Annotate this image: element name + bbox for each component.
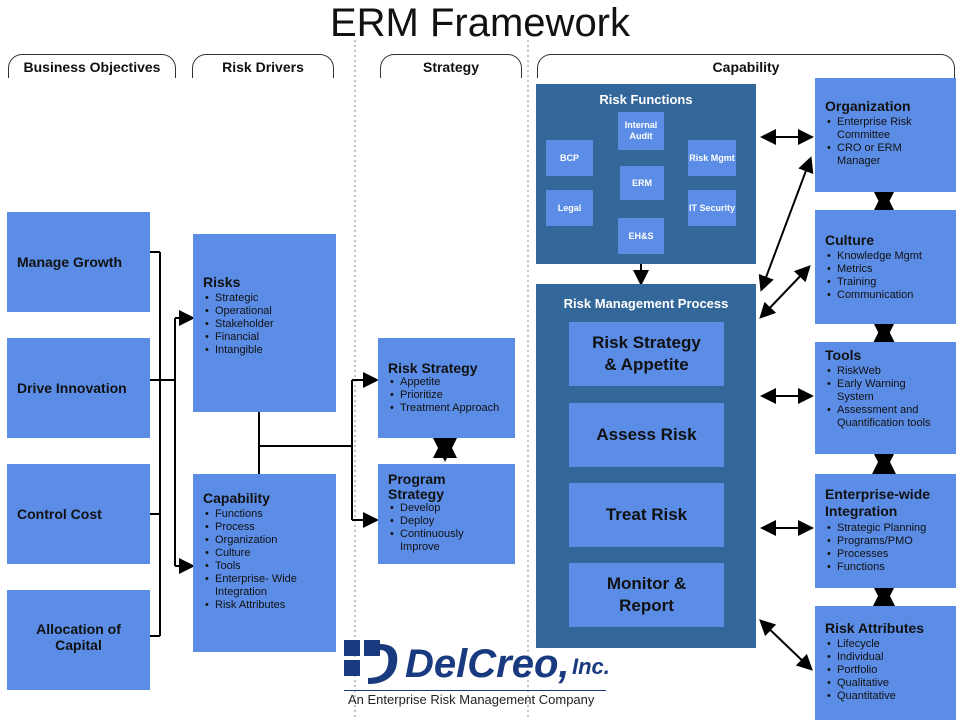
list-item: Individual — [827, 651, 956, 664]
risk-strategy-list: Appetite Prioritize Treatment Approach — [388, 376, 515, 415]
risk-attributes-list: Lifecycle Individual Portfolio Qualitati… — [825, 638, 956, 703]
list-item: Communication — [827, 289, 956, 302]
list-item: Processes — [827, 548, 956, 561]
enterprise-integration-list: Strategic Planning Programs/PMO Processe… — [825, 522, 956, 574]
list-item: Develop — [390, 502, 515, 515]
organization-title: Organization — [825, 98, 911, 114]
objective-manage-growth: Manage Growth — [7, 212, 150, 312]
risk-strategy-box: Risk Strategy Appetite Prioritize Treatm… — [378, 338, 515, 438]
list-item: Continuously Improve — [390, 528, 490, 554]
organization-list: Enterprise Risk Committee CRO or ERM Man… — [825, 116, 956, 168]
list-item: Stakeholder — [205, 318, 336, 331]
list-item: Appetite — [390, 376, 515, 389]
step-risk-strategy-appetite: Risk Strategy & Appetite — [569, 322, 724, 386]
delcreo-logo-icon — [344, 640, 398, 684]
objective-drive-innovation: Drive Innovation — [7, 338, 150, 438]
list-item: Strategic Planning — [827, 522, 956, 535]
list-item: Training — [827, 276, 956, 289]
list-item: Metrics — [827, 263, 956, 276]
risk-attributes-box: Risk Attributes Lifecycle Individual Por… — [815, 606, 956, 720]
list-item: Culture — [205, 547, 336, 560]
step-assess-risk: Assess Risk — [569, 403, 724, 467]
node-risk-mgmt: Risk Mgmt — [688, 140, 736, 176]
list-item: Lifecycle — [827, 638, 956, 651]
logo-divider — [344, 690, 606, 691]
list-item: Tools — [205, 560, 336, 573]
risk-attributes-title: Risk Attributes — [825, 620, 925, 636]
list-item: Deploy — [390, 515, 515, 528]
process-title: Risk Management Process — [563, 296, 729, 311]
list-item: Organization — [205, 534, 336, 547]
list-item: Strategic — [205, 292, 336, 305]
risk-strategy-title: Risk Strategy — [388, 360, 478, 376]
list-item: CRO or ERM Manager — [827, 142, 927, 168]
list-item: RiskWeb — [827, 365, 956, 378]
node-legal: Legal — [546, 190, 593, 226]
node-ehs: EH&S — [618, 218, 664, 254]
tools-title: Tools — [825, 347, 862, 363]
logo-name: DelCreo, — [405, 642, 570, 686]
list-item: Process — [205, 521, 336, 534]
organization-box: Organization Enterprise Risk Committee C… — [815, 78, 956, 192]
list-item: Functions — [205, 508, 336, 521]
culture-box: Culture Knowledge Mgmt Metrics Training … — [815, 210, 956, 324]
enterprise-integration-box: Enterprise-wide Integration Strategic Pl… — [815, 474, 956, 588]
tools-box: Tools RiskWeb Early Warning System Asses… — [815, 342, 956, 454]
objective-control-cost: Control Cost — [7, 464, 150, 564]
step-treat-risk: Treat Risk — [569, 483, 724, 547]
list-item: Knowledge Mgmt — [827, 250, 956, 263]
node-bcp: BCP — [546, 140, 593, 176]
tools-list: RiskWeb Early Warning System Assessment … — [825, 365, 956, 430]
node-it-security: IT Security — [688, 190, 736, 226]
node-erm: ERM — [620, 166, 664, 200]
list-item: Prioritize — [390, 389, 515, 402]
list-item: Enterprise- Wide Integration — [205, 573, 315, 599]
list-item: Financial — [205, 331, 336, 344]
list-item: Qualitative — [827, 677, 956, 690]
enterprise-integration-title: Enterprise-wide Integration — [825, 486, 931, 519]
list-item: Operational — [205, 305, 336, 318]
list-item: Portfolio — [827, 664, 956, 677]
node-internal-audit: Internal Audit — [618, 112, 664, 150]
list-item: Treatment Approach — [390, 402, 515, 415]
logo-suffix: Inc. — [572, 654, 610, 679]
culture-title: Culture — [825, 232, 874, 248]
list-item: Intangible — [205, 344, 336, 357]
risk-functions-title: Risk Functions — [599, 92, 693, 107]
capability-title: Capability — [203, 490, 270, 506]
logo-tagline: An Enterprise Risk Management Company — [348, 692, 595, 707]
step-label: Monitor & Report — [606, 574, 687, 615]
step-label: Risk Strategy & Appetite — [592, 333, 701, 374]
step-monitor-report: Monitor & Report — [569, 563, 724, 627]
header-strategy: Strategy — [380, 54, 522, 78]
capability-list: Functions Process Organization Culture T… — [203, 508, 336, 612]
list-item: Functions — [827, 561, 956, 574]
list-item: Quantitative — [827, 690, 956, 703]
program-strategy-box: Program Strategy Develop Deploy Continuo… — [378, 464, 515, 564]
header-capability: Capability — [537, 54, 955, 78]
list-item: Assessment and Quantification tools — [827, 404, 952, 430]
objective-label: Allocation of Capital — [36, 621, 121, 653]
list-item: Risk Attributes — [205, 599, 336, 612]
culture-list: Knowledge Mgmt Metrics Training Communic… — [825, 250, 956, 302]
objective-allocation-of-capital: Allocation of Capital — [7, 590, 150, 690]
header-risk-drivers: Risk Drivers — [192, 54, 334, 78]
list-item: Programs/PMO — [827, 535, 956, 548]
capability-box: Capability Functions Process Organizatio… — [193, 474, 336, 652]
program-strategy-title: Program Strategy — [388, 471, 446, 502]
program-strategy-list: Develop Deploy Continuously Improve — [388, 502, 515, 554]
risks-box: Risks Strategic Operational Stakeholder … — [193, 234, 336, 412]
header-business-objectives: Business Objectives — [8, 54, 176, 78]
page-title: ERM Framework — [329, 1, 631, 45]
risks-title: Risks — [203, 274, 241, 290]
risks-list: Strategic Operational Stakeholder Financ… — [203, 292, 336, 357]
list-item: Enterprise Risk Committee — [827, 116, 937, 142]
list-item: Early Warning System — [827, 378, 917, 404]
